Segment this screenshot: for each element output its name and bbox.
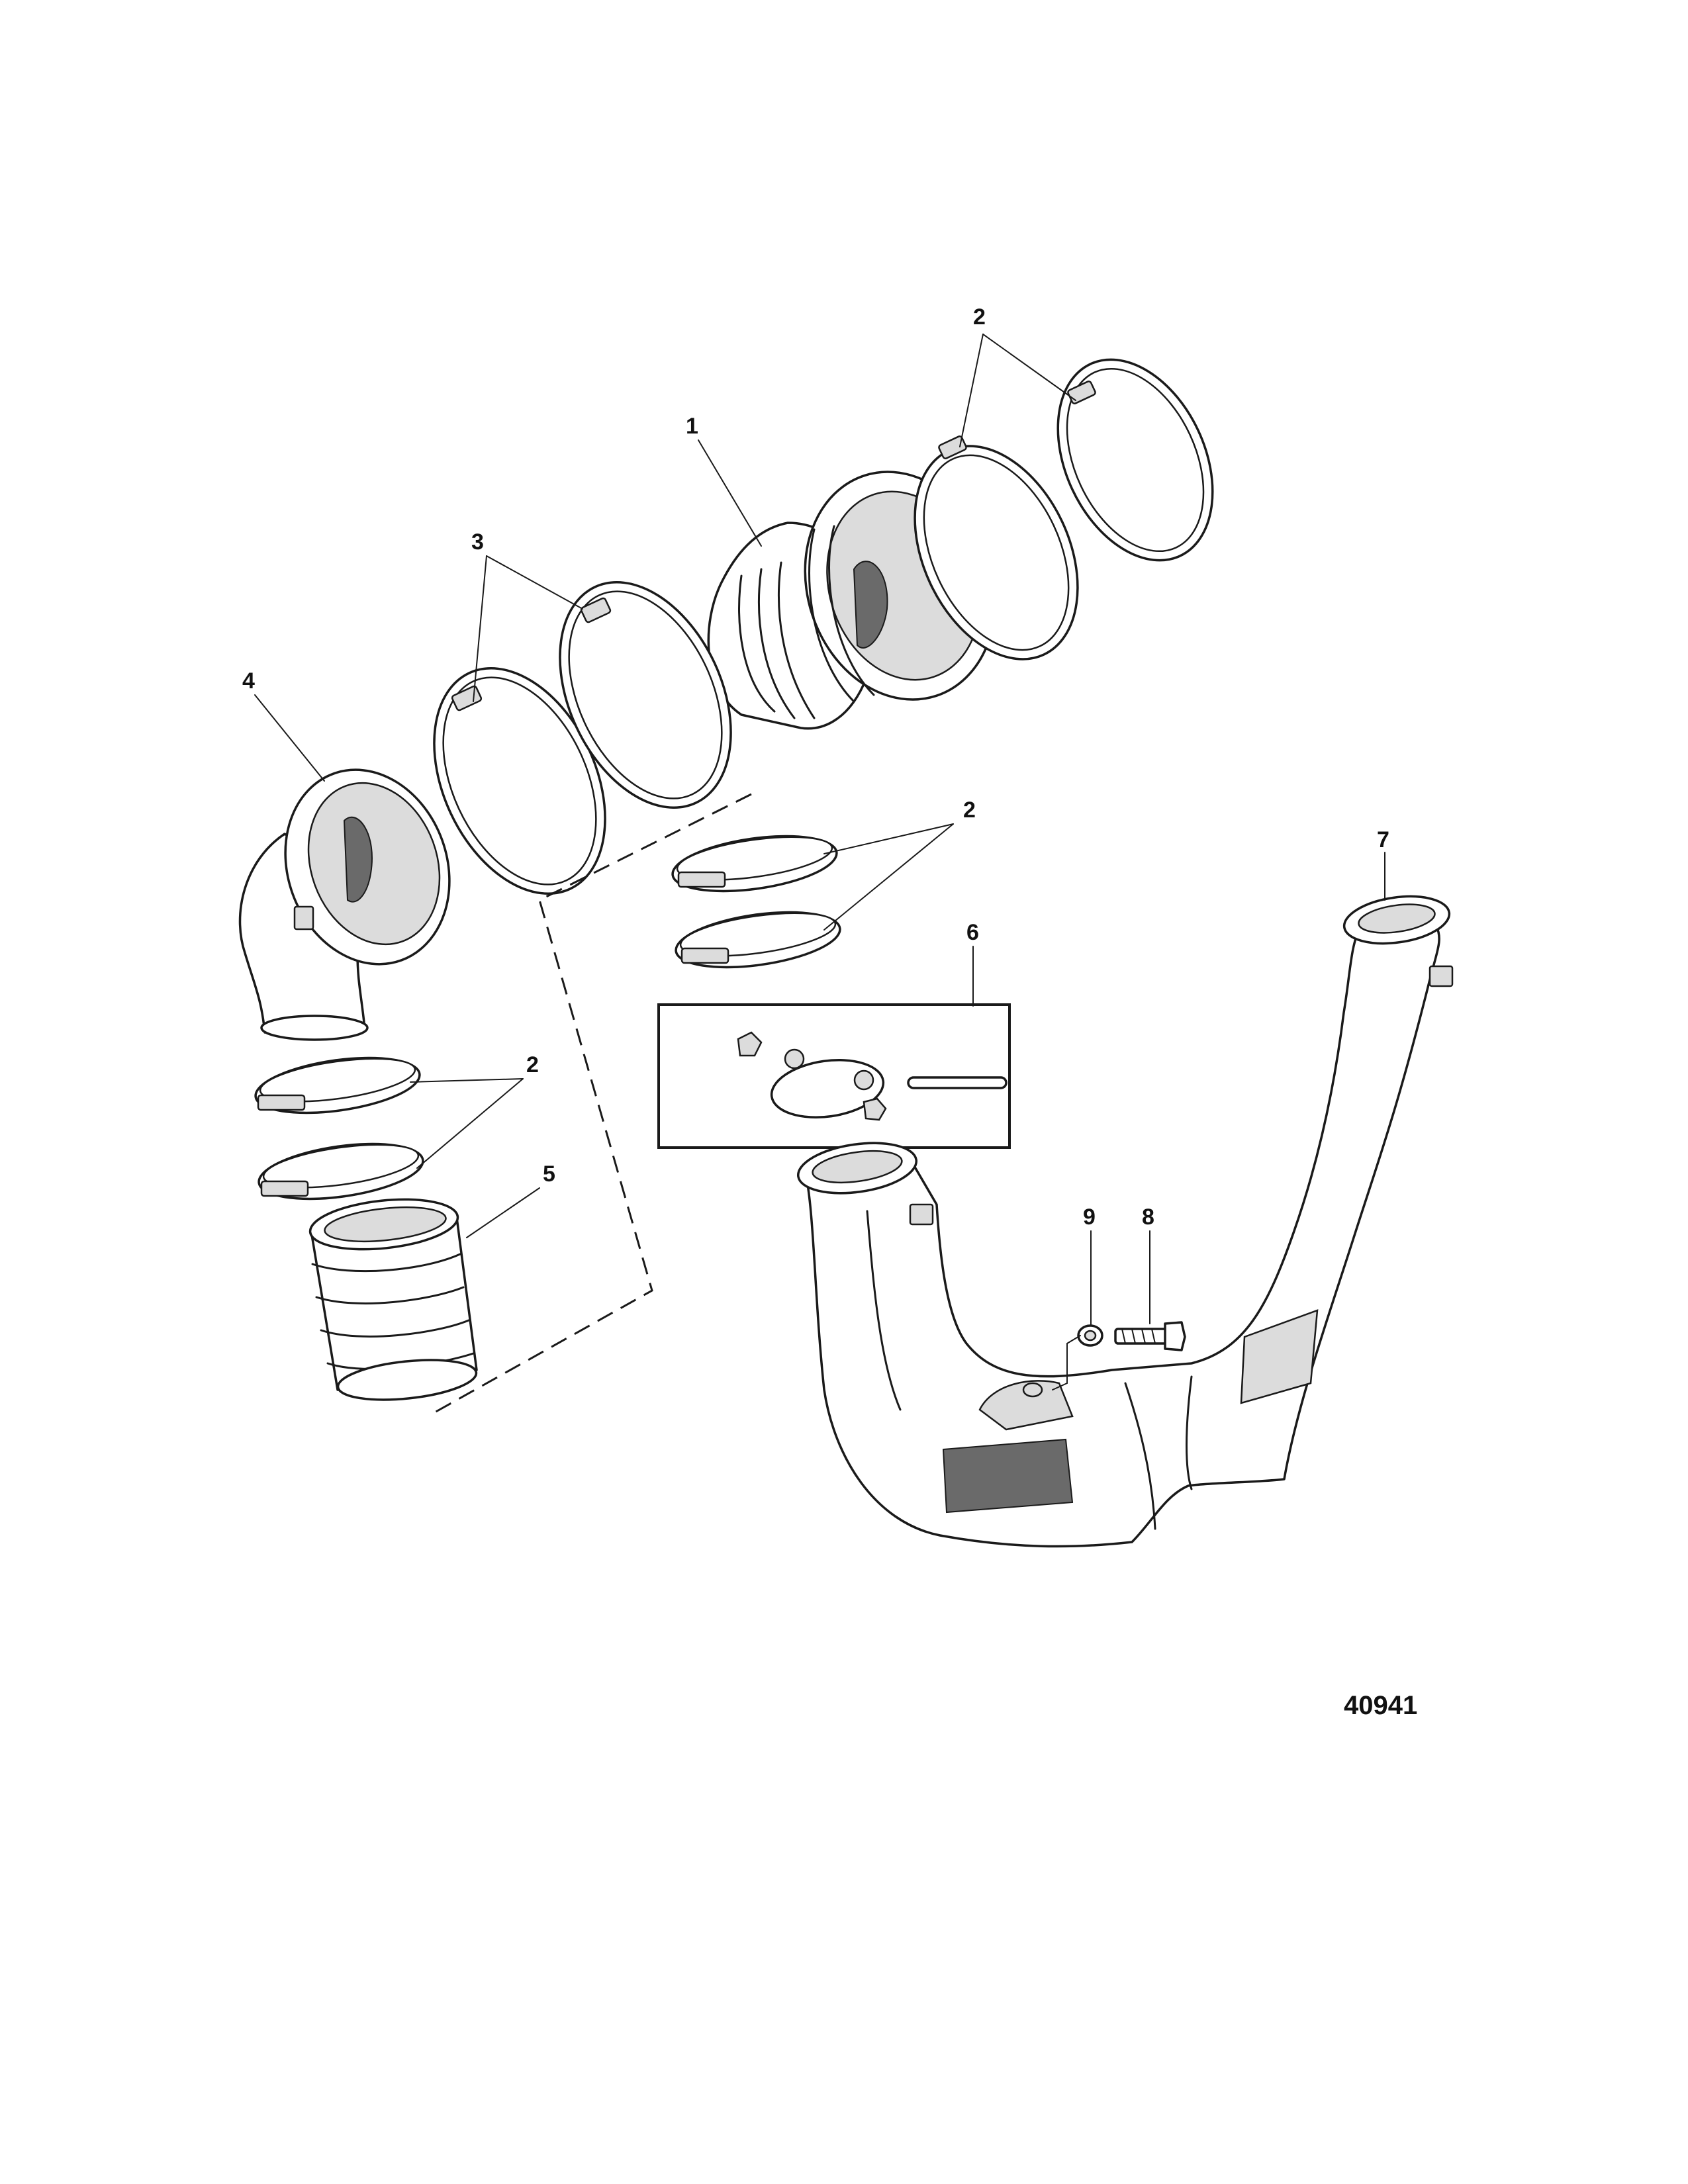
callout-1: 1 (686, 414, 698, 439)
callout-6: 6 (966, 920, 979, 945)
assembly-dashed-outline (433, 793, 752, 1414)
leader-lines (254, 334, 1385, 1390)
callout-5: 5 (543, 1161, 555, 1187)
figure-number: 40941 (1344, 1691, 1417, 1720)
part-2-clamps-top (914, 358, 1214, 660)
part-4-elbow (238, 768, 451, 1041)
part-8-bolt (1114, 1321, 1186, 1351)
callout-7: 7 (1377, 827, 1389, 852)
part-9-washer (1077, 1324, 1103, 1347)
callout-2-top: 2 (973, 304, 986, 330)
callout-2-center: 2 (963, 797, 976, 823)
part-2-clamps-center (671, 835, 841, 969)
callout-8: 8 (1142, 1205, 1154, 1230)
part-7-y-pipe (796, 895, 1454, 1548)
callout-9: 9 (1083, 1205, 1096, 1230)
part-2-clamps-left (254, 1056, 424, 1201)
callout-3: 3 (471, 529, 484, 555)
part-6-kit (657, 1003, 1011, 1149)
callout-4: 4 (242, 668, 255, 694)
callout-2-left: 2 (526, 1052, 539, 1077)
part-3-clamps (433, 581, 732, 895)
part-5-hose (308, 1198, 478, 1401)
